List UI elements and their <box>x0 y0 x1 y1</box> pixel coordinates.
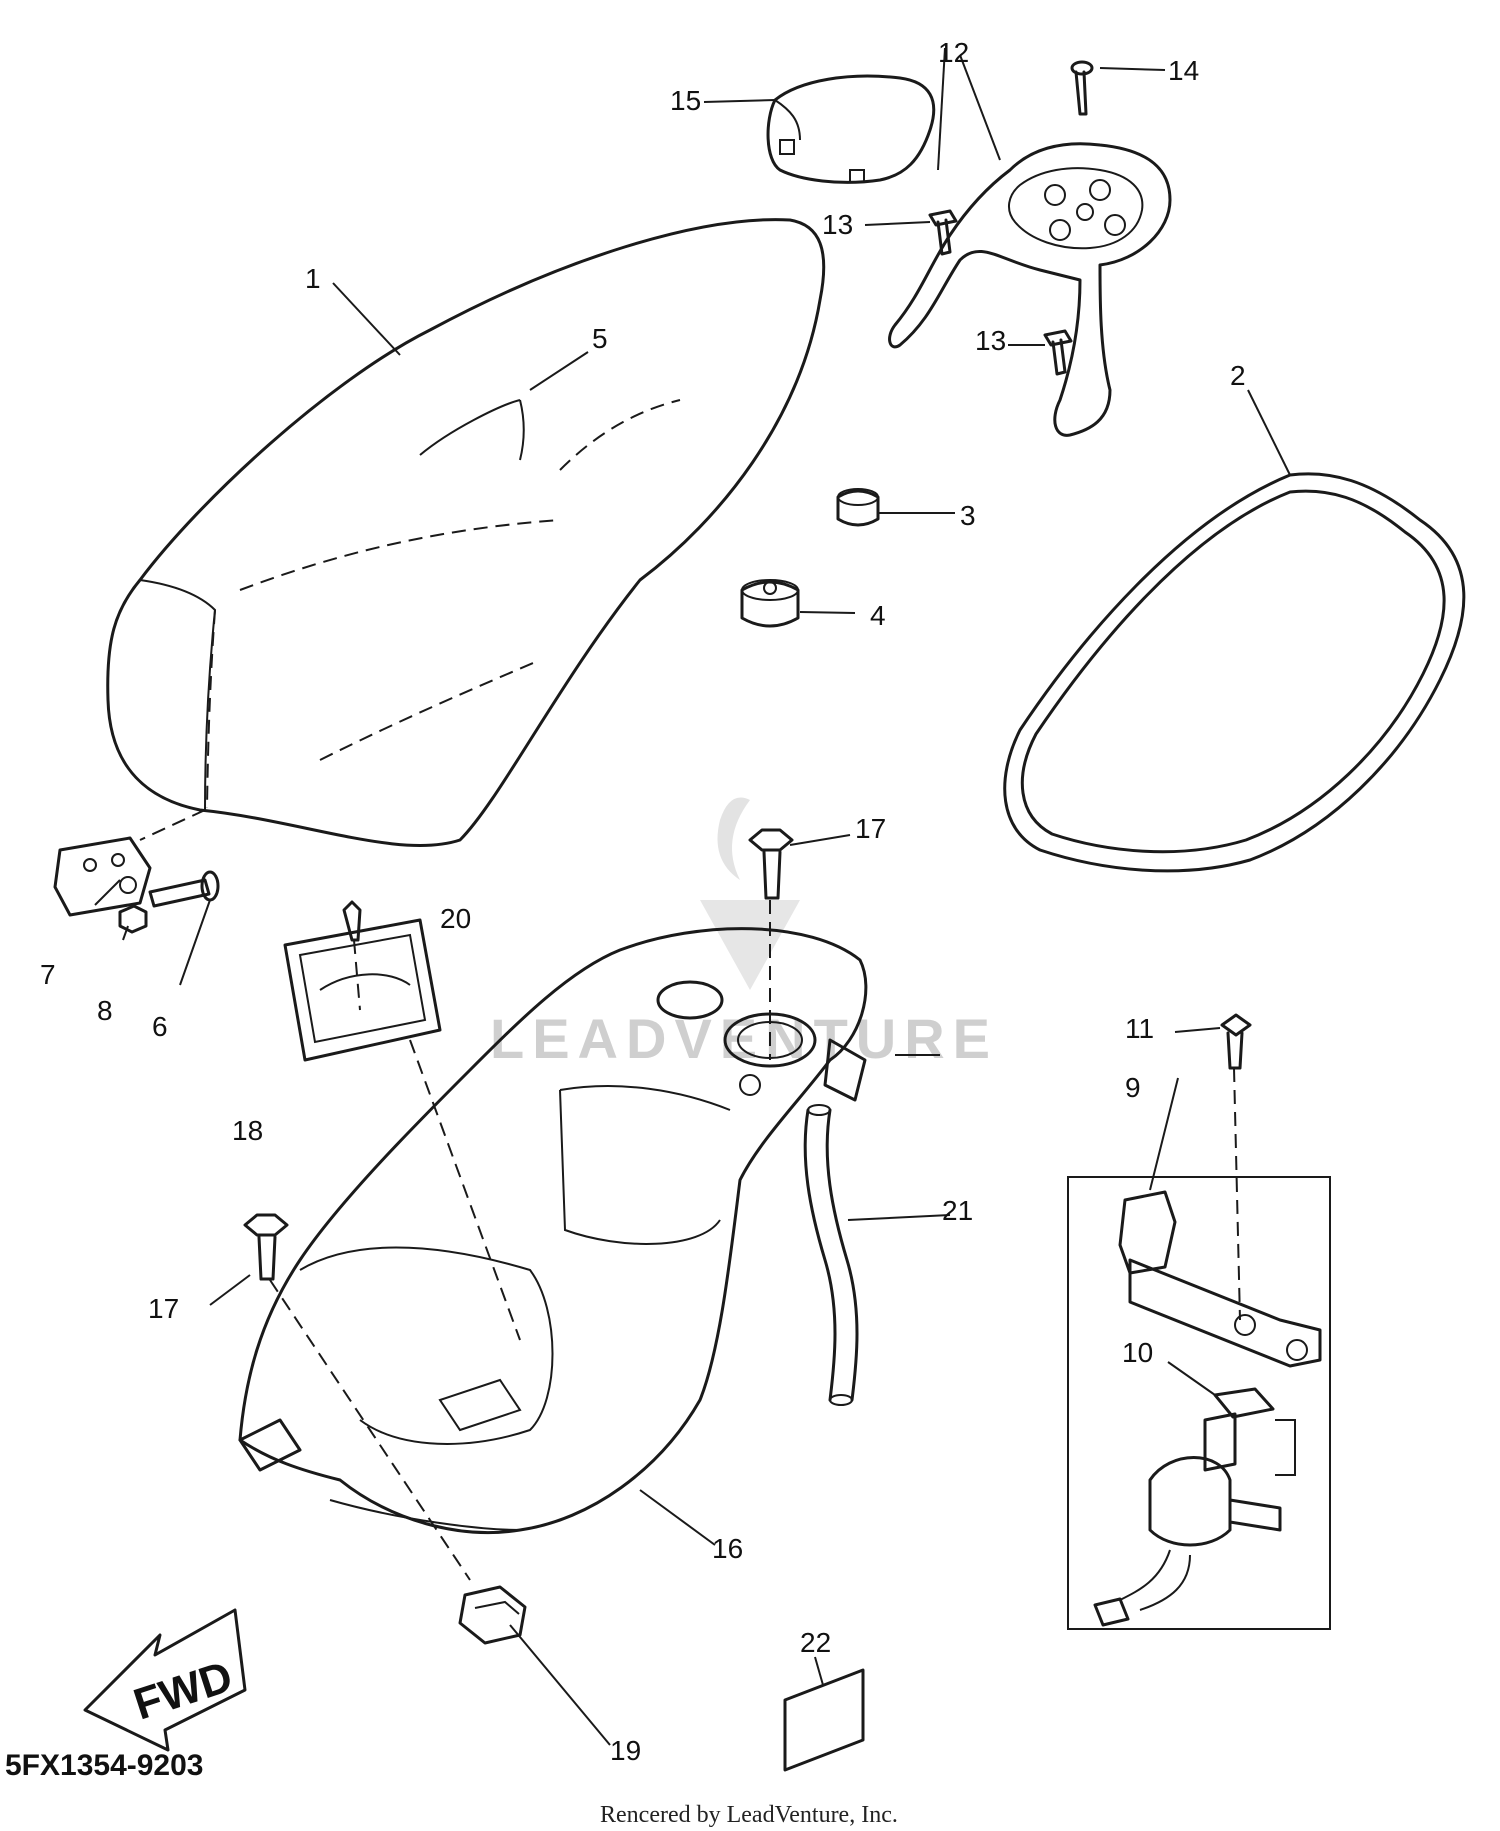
part-bolt-17-lower <box>243 1213 289 1281</box>
part-bolt-17-upper <box>748 828 794 900</box>
part-seat <box>106 218 826 847</box>
callout-5: 5 <box>592 323 608 354</box>
part-bolt-11 <box>1220 1013 1252 1070</box>
callout-16: 16 <box>712 1533 743 1564</box>
part-drain-hose <box>803 1104 859 1406</box>
callout-21: 21 <box>942 1195 973 1226</box>
callout-13-upper: 13 <box>822 209 853 240</box>
callout-1: 1 <box>305 263 321 294</box>
fwd-arrow-icon: FWD <box>83 1608 247 1752</box>
part-ignition-switch <box>1093 1387 1296 1627</box>
fwd-label: FWD <box>128 1652 238 1730</box>
part-damper-4 <box>740 579 800 628</box>
callout-11: 11 <box>1125 1013 1154 1044</box>
part-bolt-13-lower <box>1043 329 1073 376</box>
callout-7: 7 <box>40 959 56 990</box>
part-screw-20 <box>342 900 362 942</box>
part-clip-nut <box>458 1585 527 1645</box>
leader-lines <box>94 47 1291 1746</box>
callout-3: 3 <box>960 500 976 531</box>
part-storage-bin <box>238 927 868 1534</box>
part-hinge-bolt <box>148 870 220 908</box>
callout-15: 15 <box>670 85 701 116</box>
part-gasket <box>1003 472 1466 873</box>
callout-19: 19 <box>610 1735 641 1766</box>
part-hinge-nut <box>118 904 148 934</box>
diagram-code: 5FX1354-9203 <box>5 1749 204 1782</box>
callout-10: 10 <box>1122 1337 1153 1368</box>
callout-4: 4 <box>870 600 886 631</box>
watermark: LEADVENTURE <box>490 797 990 1070</box>
render-credit: Rencered by LeadVenture, Inc. <box>600 1802 898 1828</box>
callout-17-upper: 17 <box>855 813 886 844</box>
lock-set-box <box>1067 1176 1331 1630</box>
callout-18: 18 <box>232 1115 263 1146</box>
callout-17-lower: 17 <box>148 1293 179 1324</box>
callout-labels: 1 2 3 4 5 6 7 8 9 10 11 12 13 13 14 15 1… <box>40 37 1246 1766</box>
callout-12: 12 <box>938 37 969 68</box>
callout-8: 8 <box>97 995 113 1026</box>
part-bolt-14 <box>1070 60 1094 116</box>
part-damper-3 <box>836 488 880 527</box>
callout-6: 6 <box>152 1011 168 1042</box>
part-cover-pad <box>766 74 936 184</box>
callout-14: 14 <box>1168 55 1199 86</box>
callout-9: 9 <box>1125 1072 1141 1103</box>
part-bolt-13-upper <box>928 209 958 256</box>
callout-13-lower: 13 <box>975 325 1006 356</box>
part-label <box>783 1668 865 1772</box>
watermark-v-icon <box>700 900 800 990</box>
part-lid-panel <box>283 918 442 1062</box>
watermark-flame-icon <box>717 797 750 880</box>
part-grab-bar <box>888 142 1172 437</box>
callout-22: 22 <box>800 1627 831 1658</box>
part-lock-catch <box>1118 1190 1322 1368</box>
part-hinge-bracket <box>53 836 152 917</box>
callout-2: 2 <box>1230 360 1246 391</box>
callout-20: 20 <box>440 903 471 934</box>
